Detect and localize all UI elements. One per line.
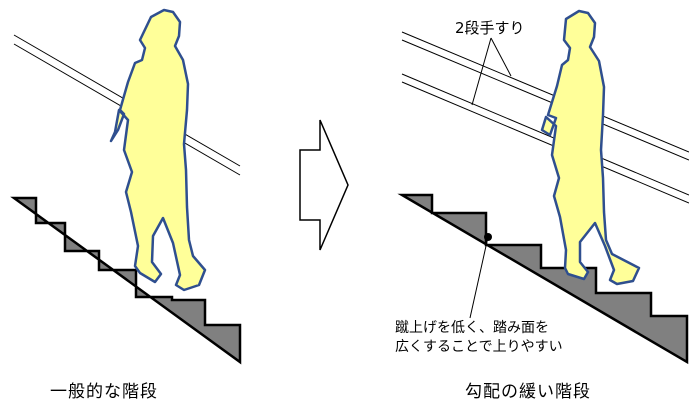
- note-leader: [469, 233, 492, 319]
- left-staircase: [10, 196, 242, 365]
- right-arrow-icon: [299, 119, 349, 251]
- stair-note-line2: 広くすることで上りやすい: [395, 339, 563, 355]
- handrail-leader-lines: [471, 37, 512, 106]
- right-upper-handrail: [401, 31, 689, 161]
- leader-dot: [484, 233, 492, 241]
- right-caption: 勾配の緩い階段: [465, 382, 591, 402]
- stair-note-line1: 蹴上げを低く、踏み面を: [395, 320, 549, 336]
- left-caption: 一般的な階段: [50, 382, 158, 402]
- right-person-figure: [540, 9, 641, 286]
- left-person-figure: [109, 8, 207, 292]
- stair-note: 蹴上げを低く、踏み面を 広くすることで上りやすい: [395, 319, 563, 357]
- handrail-label: 2段手すり: [455, 19, 525, 37]
- right-lower-handrail: [401, 73, 689, 204]
